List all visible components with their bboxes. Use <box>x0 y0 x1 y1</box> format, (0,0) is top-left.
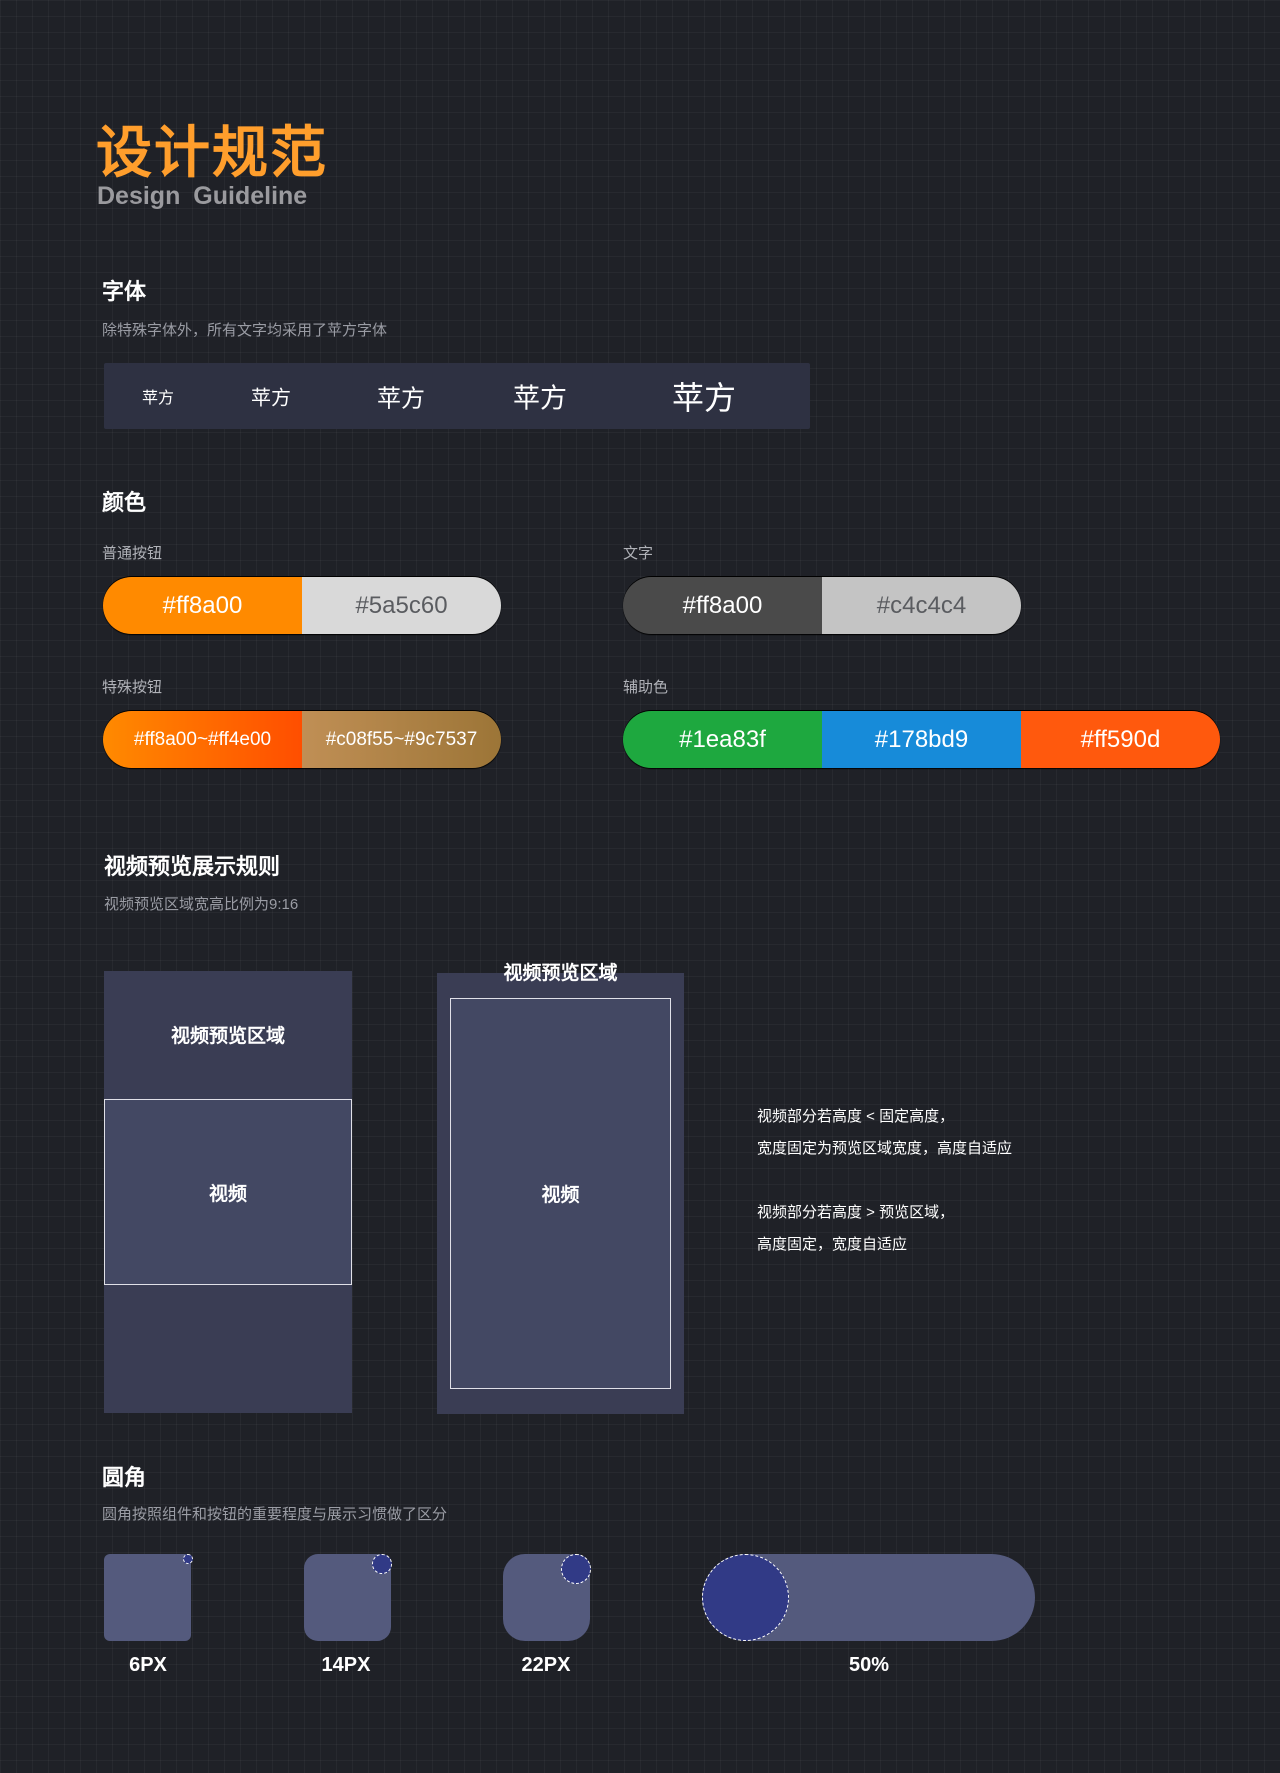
radius-label-50pct: 50% <box>848 1654 890 1676</box>
special-button-label: 特殊按钮 <box>102 679 163 696</box>
radius-heading: 圆角 <box>102 1465 147 1490</box>
radius-description: 圆角按照组件和按钮的重要程度与展示习惯做了区分 <box>102 1506 448 1523</box>
auxiliary-color-label: 辅助色 <box>623 679 669 696</box>
font-sample-5: 苹方 <box>672 380 737 416</box>
video-note-1: 视频部分若高度 < 固定高度， <box>757 1108 955 1125</box>
video-block: 视频 <box>450 998 671 1389</box>
font-sample-3: 苹方 <box>377 385 425 413</box>
swatch-text-primary: #ff8a00 <box>623 577 822 634</box>
radius-sample-14px <box>304 1554 392 1641</box>
swatch-178bd9: #178bd9 <box>822 711 1021 768</box>
font-heading: 字体 <box>102 279 147 304</box>
radius-sample-50pct <box>702 1554 1035 1641</box>
video-heading: 视频预览展示规则 <box>104 854 281 879</box>
page-title: 设计规范 <box>96 121 328 184</box>
normal-button-swatch: #ff8a00 #5a5c60 <box>103 577 501 634</box>
text-color-swatch: #ff8a00 #c4c4c4 <box>623 577 1021 634</box>
normal-button-label: 普通按钮 <box>102 545 163 562</box>
video-note-4: 高度固定，宽度自适应 <box>757 1236 908 1253</box>
page-subtitle: Design Guideline <box>97 182 308 210</box>
font-sample-1: 苹方 <box>142 390 175 407</box>
font-description: 除特殊字体外，所有文字均采用了苹方字体 <box>102 322 388 339</box>
special-button-swatch: #ff8a00~#ff4e00 #c08f55~#9c7537 <box>103 711 501 768</box>
radius-indicator-icon <box>702 1554 789 1641</box>
preview-area-short-video: 视频预览区域 视频 <box>104 971 352 1413</box>
video-note-2: 宽度固定为预览区域宽度，高度自适应 <box>757 1140 1013 1157</box>
auxiliary-color-swatch: #1ea83f #178bd9 #ff590d <box>623 711 1220 768</box>
font-sample-2: 苹方 <box>251 387 291 410</box>
preview-area-label: 视频预览区域 <box>170 1026 285 1047</box>
font-sample-box: 苹方 苹方 苹方 苹方 苹方 <box>104 363 810 429</box>
swatch-1ea83f: #1ea83f <box>623 711 822 768</box>
radius-label-6px: 6PX <box>129 1654 167 1676</box>
video-description: 视频预览区域宽高比例为9:16 <box>104 896 299 913</box>
video-note-3: 视频部分若高度 > 预览区域， <box>757 1204 955 1221</box>
radius-label-22px: 22PX <box>521 1654 571 1676</box>
swatch-c4c4c4: #c4c4c4 <box>822 577 1021 634</box>
radius-sample-6px <box>104 1554 193 1641</box>
swatch-orange-gradient: #ff8a00~#ff4e00 <box>103 711 302 768</box>
video-block: 视频 <box>104 1099 352 1285</box>
swatch-ff590d: #ff590d <box>1021 711 1220 768</box>
color-heading: 颜色 <box>102 490 147 515</box>
font-sample-4: 苹方 <box>513 383 567 414</box>
swatch-gold-gradient: #c08f55~#9c7537 <box>302 711 501 768</box>
preview-area-tall-video: 视频 <box>437 973 684 1414</box>
swatch-5a5c60: #5a5c60 <box>302 577 501 634</box>
swatch-ff8a00: #ff8a00 <box>103 577 302 634</box>
radius-indicator-icon <box>183 1554 193 1564</box>
text-color-label: 文字 <box>623 545 654 562</box>
radius-indicator-icon <box>372 1554 392 1574</box>
preview-area-label: 视频预览区域 <box>503 963 618 984</box>
radius-indicator-icon <box>561 1554 591 1584</box>
radius-label-14px: 14PX <box>321 1654 371 1676</box>
radius-sample-22px <box>503 1554 591 1641</box>
